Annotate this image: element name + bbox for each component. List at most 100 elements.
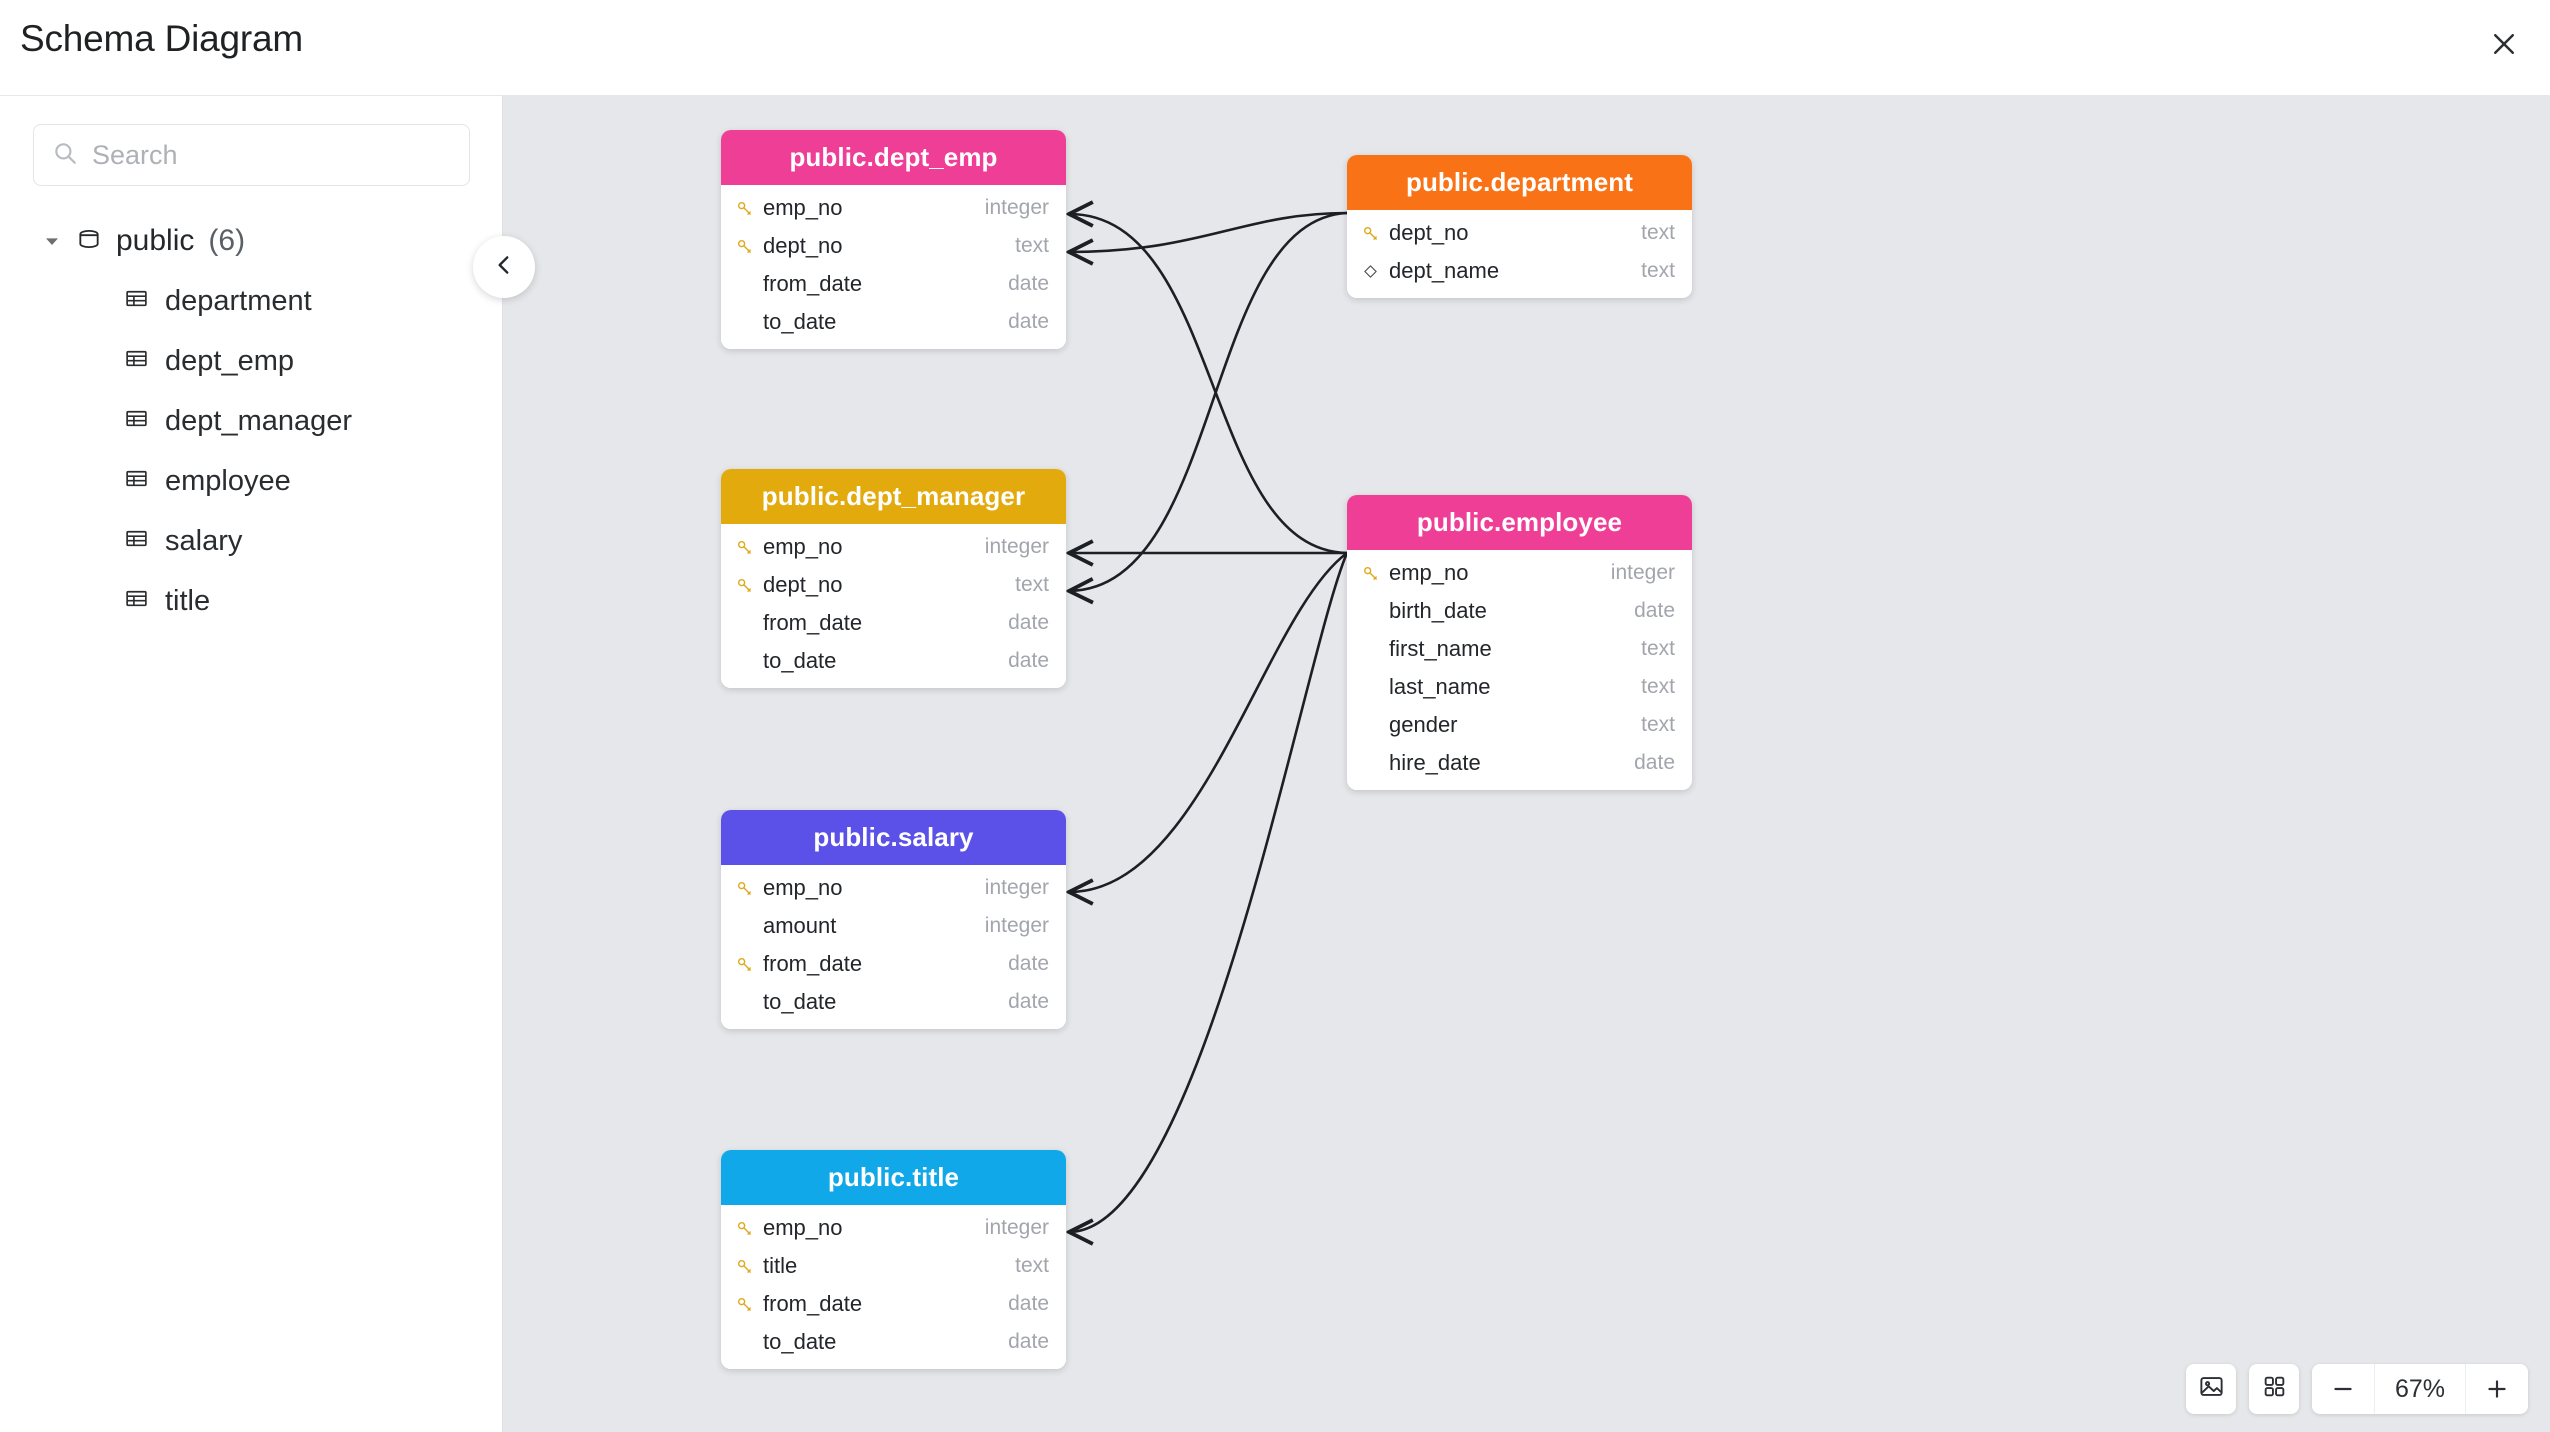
key-icon xyxy=(1360,565,1380,582)
sidebar-collapse-button[interactable] xyxy=(473,236,535,298)
column-row[interactable]: birth_date date xyxy=(1347,592,1692,630)
table-node-columns: emp_no integer birth_date date first_nam… xyxy=(1347,550,1692,790)
column-name: to_date xyxy=(763,989,837,1014)
search-input[interactable] xyxy=(92,139,451,171)
table-node-columns: emp_no integer dept_no text from_date da xyxy=(721,524,1066,688)
close-button[interactable] xyxy=(2476,16,2532,72)
column-row[interactable]: to_date date xyxy=(721,1323,1066,1361)
grid-icon xyxy=(2262,1374,2287,1404)
search-icon xyxy=(52,140,78,171)
column-type: date xyxy=(1008,611,1049,634)
column-type: integer xyxy=(984,1216,1049,1239)
sidebar-item-dept_manager[interactable]: dept_manager xyxy=(0,391,503,451)
table-node-department[interactable]: public.department dept_no text xyxy=(1347,155,1692,298)
column-row[interactable]: dept_no text xyxy=(721,566,1066,604)
column-name: emp_no xyxy=(1389,560,1469,585)
column-row[interactable]: to_date date xyxy=(721,983,1066,1021)
table-node-dept_manager[interactable]: public.dept_manager emp_no integer xyxy=(721,469,1066,688)
sidebar-item-dept_emp[interactable]: dept_emp xyxy=(0,331,503,391)
zoom-controls: 67% xyxy=(2312,1364,2528,1414)
caret-down-icon[interactable] xyxy=(44,233,62,249)
auto-layout-button[interactable] xyxy=(2249,1364,2299,1414)
search-field[interactable] xyxy=(33,124,470,186)
column-type: date xyxy=(1008,310,1049,333)
schema-tree: public (6) department xyxy=(0,211,503,631)
column-type: text xyxy=(1641,221,1675,244)
table-node-employee[interactable]: public.employee emp_no integer birth_dat… xyxy=(1347,495,1692,790)
column-name: dept_name xyxy=(1389,258,1500,283)
tree-item-schema-public[interactable]: public (6) xyxy=(0,211,503,271)
column-row[interactable]: dept_no text xyxy=(721,227,1066,265)
column-name: from_date xyxy=(763,1291,863,1316)
column-row[interactable]: emp_no integer xyxy=(721,528,1066,566)
column-row[interactable]: to_date date xyxy=(721,303,1066,341)
column-row[interactable]: last_name text xyxy=(1347,668,1692,706)
export-image-button[interactable] xyxy=(2186,1364,2236,1414)
table-node-header: public.salary xyxy=(721,810,1066,865)
column-name: from_date xyxy=(763,610,863,635)
key-icon xyxy=(1360,225,1380,242)
table-icon xyxy=(124,286,149,316)
table-node-title: public.department xyxy=(1405,167,1634,197)
column-type: text xyxy=(1641,713,1675,736)
column-name: title xyxy=(763,1253,798,1278)
column-type: integer xyxy=(984,914,1049,937)
key-icon xyxy=(734,577,754,594)
column-name: from_date xyxy=(763,951,863,976)
table-icon xyxy=(124,346,149,376)
column-row[interactable]: gender text xyxy=(1347,706,1692,744)
database-icon xyxy=(76,226,102,257)
column-type: text xyxy=(1641,259,1675,282)
column-row[interactable]: emp_no integer xyxy=(721,1209,1066,1247)
sidebar-item-salary[interactable]: salary xyxy=(0,511,503,571)
close-icon xyxy=(2489,29,2519,59)
column-row[interactable]: from_date date xyxy=(721,1285,1066,1323)
column-type: text xyxy=(1015,573,1049,596)
column-type: integer xyxy=(984,196,1049,219)
column-type: integer xyxy=(1610,561,1675,584)
column-type: date xyxy=(1008,952,1049,975)
column-row[interactable]: title text xyxy=(721,1247,1066,1285)
column-row[interactable]: emp_no integer xyxy=(721,189,1066,227)
table-node-columns: emp_no integer title text xyxy=(721,1205,1066,1369)
column-row[interactable]: from_date date xyxy=(721,604,1066,642)
column-row[interactable]: hire_date date xyxy=(1347,744,1692,782)
column-row[interactable]: dept_name text xyxy=(1347,252,1692,290)
canvas-toolbar: 67% xyxy=(2186,1364,2528,1414)
sidebar-item-department[interactable]: department xyxy=(0,271,503,331)
sidebar-item-label: dept_manager xyxy=(165,404,353,437)
column-row[interactable]: amount integer xyxy=(721,907,1066,945)
column-name: hire_date xyxy=(1389,750,1481,775)
column-type: text xyxy=(1641,637,1675,660)
column-row[interactable]: first_name text xyxy=(1347,630,1692,668)
key-icon xyxy=(734,880,754,897)
column-type: text xyxy=(1641,675,1675,698)
zoom-out-button[interactable] xyxy=(2312,1364,2374,1414)
key-icon xyxy=(734,1220,754,1237)
column-name: dept_no xyxy=(763,233,843,258)
zoom-in-button[interactable] xyxy=(2466,1364,2528,1414)
table-node-dept_emp[interactable]: public.dept_emp emp_no integer xyxy=(721,130,1066,349)
key-icon xyxy=(734,238,754,255)
sidebar-item-employee[interactable]: employee xyxy=(0,451,503,511)
table-node-columns: emp_no integer amount integer from_date xyxy=(721,865,1066,1029)
table-node-header: public.dept_manager xyxy=(721,469,1066,524)
column-row[interactable]: from_date date xyxy=(721,265,1066,303)
table-node-columns: emp_no integer dept_no text from_date da xyxy=(721,185,1066,349)
image-icon xyxy=(2198,1373,2225,1405)
column-name: amount xyxy=(763,913,837,938)
column-row[interactable]: emp_no integer xyxy=(1347,554,1692,592)
column-name: birth_date xyxy=(1389,598,1487,623)
table-node-salary[interactable]: public.salary emp_no integer amount inte… xyxy=(721,810,1066,1029)
table-node-title[interactable]: public.title emp_no integer xyxy=(721,1150,1066,1369)
column-name: to_date xyxy=(763,309,837,334)
sidebar-item-title[interactable]: title xyxy=(0,571,503,631)
diagram-canvas[interactable]: public.dept_emp emp_no integer xyxy=(503,95,2550,1432)
table-node-title: public.employee xyxy=(1416,507,1623,537)
table-icon xyxy=(124,526,149,556)
column-row[interactable]: dept_no text xyxy=(1347,214,1692,252)
column-type: date xyxy=(1634,751,1675,774)
column-row[interactable]: from_date date xyxy=(721,945,1066,983)
column-row[interactable]: emp_no integer xyxy=(721,869,1066,907)
column-row[interactable]: to_date date xyxy=(721,642,1066,680)
